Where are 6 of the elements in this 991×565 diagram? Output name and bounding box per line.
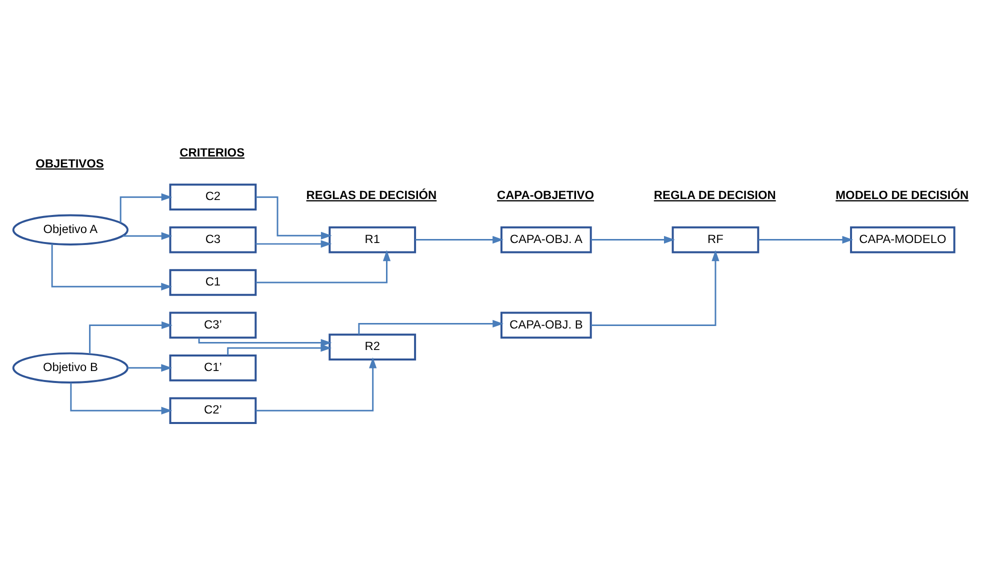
label: REGLA DE DECISION <box>654 188 776 202</box>
label: CAPA-OBJETIVO <box>496 188 594 202</box>
label: OBJETIVOS <box>36 156 104 170</box>
label: CRITERIOS <box>180 145 245 160</box>
label: REGLAS DE DECISIÓN <box>306 188 437 202</box>
label: MODELO DE DECISIÓN <box>836 188 969 202</box>
